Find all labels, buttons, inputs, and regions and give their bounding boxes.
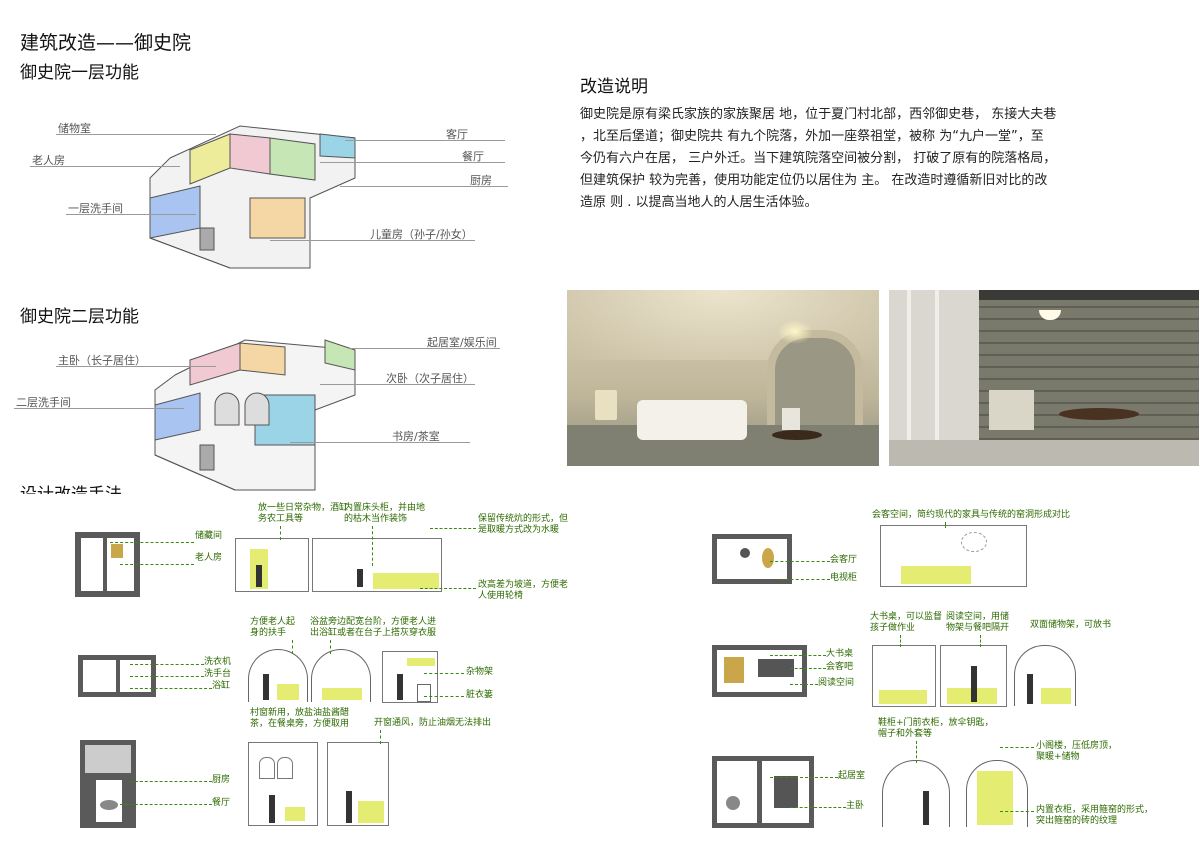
label-elder-room: 老人房 [195, 553, 223, 563]
plan-study [712, 645, 807, 697]
label-dining: 餐厅 [212, 798, 231, 808]
sketch-desk [872, 645, 936, 707]
label-master-bedroom: 主卧 [846, 801, 865, 811]
description-line: 今仍有六户在居， 三户外迁。当下建筑院落空间被分割， 打破了原有的院落格局， [580, 151, 1057, 166]
label-desk: 大书桌 [826, 649, 854, 659]
label-bathtub: 浴缸 [212, 681, 231, 691]
label-basin: 洗手台 [204, 669, 232, 679]
label-reception: 会客厅 [830, 555, 858, 565]
plan-kitchen-dining [80, 740, 136, 828]
sketch-storage [235, 538, 309, 592]
note-reception: 会客空间，简约现代的家具与传统的窑洞形成对比 [872, 510, 1071, 520]
sketch-dining [248, 742, 318, 826]
note-bedside: 内置床头柜，并由地的枯木当作装饰 [344, 503, 426, 524]
sketch-reading [940, 645, 1007, 707]
label-study: 书房/茶室 [392, 430, 440, 443]
label-laundry: 脏衣篓 [466, 690, 494, 700]
label-reading: 阅读空间 [818, 678, 855, 688]
note-window-shelf: 村窗新用，放盐油盐酱醋茶，在餐桌旁，方便取用 [250, 708, 350, 729]
description-line: 但建筑保护 较为完善，使用功能定位仍以居住为 主。 在改造时遵循新旧对比的改 [580, 173, 1048, 188]
sketch-entry [882, 760, 950, 827]
sketch-elder-room [312, 538, 442, 592]
note-entry: 鞋柜+门前衣柜，放伞钥匙，帽子和外套等 [878, 718, 994, 739]
sketch-laundry [382, 651, 438, 703]
design-title: 设计改造手法 [20, 480, 122, 494]
sketch-bath-rail [248, 649, 308, 702]
label-storage-room: 储藏间 [195, 531, 223, 541]
label-kitchen: 厨房 [212, 775, 231, 785]
label-master: 主卧（长子居住） [58, 354, 146, 367]
label-guest: 客厅 [446, 128, 468, 141]
label-wash1: 一层洗手间 [68, 202, 123, 215]
note-ramp: 改高差为坡道，方便老人使用轮椅 [478, 580, 569, 601]
label-second: 次卧（次子居住） [386, 372, 474, 385]
label-elder: 老人房 [32, 154, 65, 167]
plan-bedroom [712, 756, 814, 828]
description-line: 御史院是原有梁氏家族的家族聚居 地，位于夏门村北部，西邻御史巷， 东接大夫巷 [580, 107, 1057, 122]
note-kang: 保留传统炕的形式，但是取暖方式改为水暖 [478, 514, 569, 535]
floor1-title: 御史院一层功能 [20, 63, 139, 83]
label-dining: 餐厅 [462, 150, 484, 163]
sketch-shelf [1014, 645, 1076, 706]
floor2-axonometric [145, 335, 375, 495]
description-line: 造原 则 . 以提高当地人的人居生活体验。 [580, 195, 818, 210]
render-living-room [567, 290, 879, 466]
sketch-loft [966, 760, 1028, 827]
note-storage: 放一些日常杂物，酒缸务农工具等 [258, 503, 349, 524]
description-line: ，北至后堡道；御史院共 有九个院落，外加一座祭祖堂，被称 为“九户一堂”，至 [580, 129, 1044, 144]
description-heading: 改造说明 [580, 77, 648, 97]
main-title: 建筑改造——御史院 [20, 32, 192, 54]
note-desk: 大书桌，可以监督孩子做作业 [870, 612, 943, 633]
description-text: 御史院是原有梁氏家族的家族聚居 地，位于夏门村北部，西邻御史巷， 东接大夫巷 ，… [580, 104, 1140, 214]
note-shelf: 双面储物架，可放书 [1030, 620, 1112, 630]
note-handrail: 方便老人起身的扶手 [250, 617, 296, 638]
label-washer: 洗衣机 [204, 657, 232, 667]
note-wardrobe: 内置衣柜，采用箍窑的形式，突出箍窑的砖的纹理 [1036, 805, 1154, 826]
plan-reception [712, 534, 792, 584]
label-living-room: 起居室 [838, 771, 866, 781]
floor2-title: 御史院二层功能 [20, 307, 139, 327]
label-living: 起居室/娱乐间 [427, 336, 497, 349]
label-shelf: 杂物架 [466, 667, 494, 677]
label-bar: 会客吧 [826, 662, 854, 672]
note-step: 浴盆旁边配宽台阶，方便老人进出浴缸或者在台子上搭灰穿衣服 [310, 617, 437, 638]
label-tv-cabinet: 电视柜 [830, 573, 858, 583]
label-kitchen: 厨房 [470, 174, 492, 187]
label-storage: 储物室 [58, 122, 91, 135]
label-wash2: 二层洗手间 [16, 396, 71, 409]
sketch-reception [880, 525, 1027, 587]
note-loft: 小阁楼，压低房顶，聚暖+储物 [1036, 741, 1118, 762]
note-reading: 阅读空间，用储物架与餐吧隔开 [946, 612, 1010, 633]
note-ventilation: 开窗通风，防止油烟无法排出 [374, 718, 492, 728]
label-kids: 儿童房（孙子/孙女） [370, 228, 473, 241]
sketch-kitchen [327, 742, 389, 826]
render-bedroom [889, 290, 1199, 466]
sketch-bath-step [311, 649, 371, 702]
floor1-axonometric [130, 118, 370, 278]
